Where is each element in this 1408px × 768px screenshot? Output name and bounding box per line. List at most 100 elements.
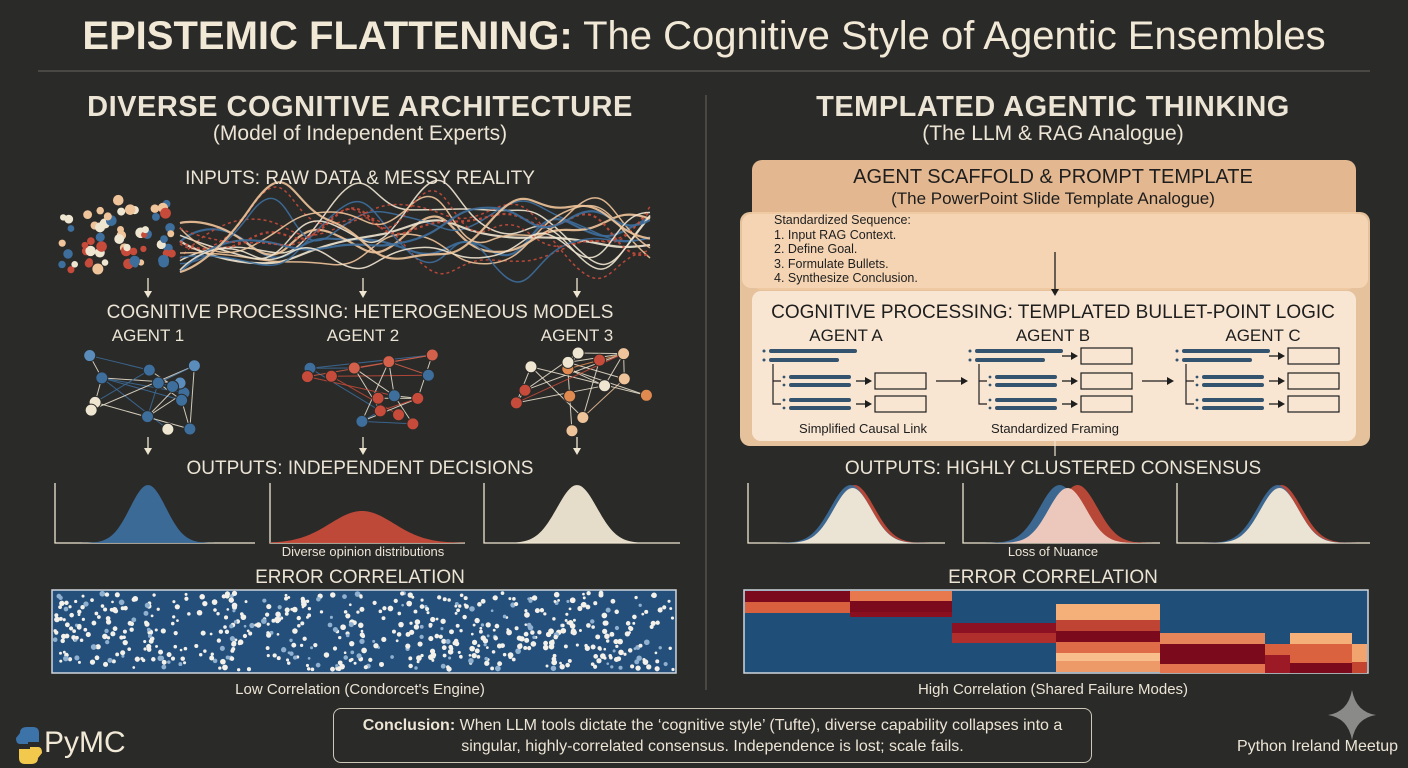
error-dot bbox=[454, 604, 458, 608]
heatmap-cell bbox=[1352, 644, 1367, 662]
error-dot bbox=[650, 620, 656, 626]
error-dot bbox=[570, 628, 577, 634]
error-dot bbox=[420, 598, 424, 602]
error-dot bbox=[591, 625, 595, 629]
error-dot bbox=[109, 607, 114, 612]
data-point bbox=[141, 226, 149, 234]
left-outputs-label: OUTPUTS: INDEPENDENT DECISIONS bbox=[186, 458, 534, 479]
error-dot bbox=[569, 623, 576, 629]
heatmap-cell bbox=[1290, 663, 1352, 673]
agent-3-network-node bbox=[571, 346, 585, 360]
error-dot bbox=[348, 622, 354, 628]
agent-1-network-edge bbox=[158, 365, 195, 384]
error-dot bbox=[468, 657, 474, 664]
error-dot bbox=[127, 647, 132, 651]
bullet-dot bbox=[1195, 406, 1199, 410]
meetup-label: Python Ireland Meetup bbox=[1237, 738, 1398, 755]
bullet-bar bbox=[769, 349, 857, 353]
error-dot bbox=[77, 609, 82, 615]
error-dot bbox=[306, 615, 309, 619]
error-dot bbox=[551, 639, 555, 643]
error-dot bbox=[147, 633, 152, 638]
error-dot bbox=[564, 619, 568, 622]
error-dot bbox=[183, 646, 188, 651]
error-dot bbox=[565, 662, 570, 668]
agent-3-network-node bbox=[617, 372, 631, 386]
error-dot bbox=[323, 652, 330, 658]
error-dot bbox=[200, 630, 206, 636]
error-dot bbox=[132, 666, 136, 669]
error-dot bbox=[437, 595, 442, 600]
arrow-right-head bbox=[1278, 352, 1285, 360]
error-dot bbox=[231, 590, 238, 596]
error-dot bbox=[81, 594, 85, 598]
error-dot bbox=[450, 647, 454, 651]
agent-1-network-edge bbox=[101, 377, 182, 401]
agent-3-network-node bbox=[518, 383, 532, 397]
error-dot bbox=[634, 595, 638, 600]
bullet-dot bbox=[762, 349, 766, 353]
error-dot bbox=[566, 599, 570, 603]
agent-2-network-node bbox=[425, 348, 439, 362]
error-dot bbox=[152, 593, 156, 597]
error-dot bbox=[174, 604, 180, 610]
error-dot bbox=[90, 598, 94, 602]
data-point bbox=[101, 259, 109, 266]
error-dot bbox=[600, 592, 603, 596]
error-dot bbox=[417, 641, 423, 647]
error-dot bbox=[464, 604, 469, 609]
bullet-dot bbox=[988, 383, 992, 387]
left-processing-label: COGNITIVE PROCESSING: HETEROGENEOUS MODE… bbox=[106, 302, 614, 323]
inputs-label: INPUTS: RAW DATA & MESSY REALITY bbox=[185, 168, 535, 189]
error-dot bbox=[143, 647, 147, 651]
error-dot bbox=[148, 638, 154, 644]
error-dot bbox=[602, 628, 608, 634]
error-dot bbox=[266, 622, 270, 626]
bullet-bar bbox=[789, 406, 851, 410]
error-dot bbox=[623, 652, 627, 656]
arrow-right-head bbox=[961, 377, 968, 385]
error-dot bbox=[545, 664, 549, 668]
error-dot bbox=[266, 603, 272, 610]
bullet-dot bbox=[1195, 383, 1199, 387]
error-dot bbox=[553, 634, 558, 640]
error-dot bbox=[496, 643, 502, 649]
error-dot bbox=[642, 659, 649, 666]
error-dot bbox=[155, 644, 159, 648]
error-dot bbox=[127, 620, 133, 626]
data-stream bbox=[179, 179, 651, 270]
error-dot bbox=[378, 609, 383, 614]
tree-line bbox=[772, 364, 781, 405]
bullet-bar bbox=[995, 383, 1057, 387]
error-dot bbox=[60, 638, 65, 644]
error-dot bbox=[497, 661, 503, 667]
error-dot bbox=[630, 664, 635, 669]
error-dot bbox=[348, 603, 352, 607]
error-dot bbox=[480, 623, 485, 627]
error-dot bbox=[593, 654, 599, 659]
error-dot bbox=[654, 666, 660, 672]
heatmap-cell bbox=[1290, 644, 1352, 663]
error-dot bbox=[144, 602, 150, 608]
data-point bbox=[95, 222, 106, 233]
data-point bbox=[81, 241, 89, 249]
data-point bbox=[58, 260, 66, 269]
error-dot bbox=[146, 627, 151, 632]
error-dot bbox=[141, 658, 146, 663]
error-dot bbox=[471, 639, 478, 645]
right-processing-label: COGNITIVE PROCESSING: TEMPLATED BULLET-P… bbox=[771, 302, 1335, 323]
data-point bbox=[92, 263, 104, 275]
error-dot bbox=[395, 639, 399, 643]
error-dot bbox=[601, 612, 608, 619]
error-dot bbox=[299, 643, 304, 648]
error-dot bbox=[90, 644, 97, 650]
error-dot bbox=[636, 655, 642, 661]
error-dot bbox=[618, 665, 623, 670]
error-dot bbox=[614, 625, 620, 631]
bullet-bar bbox=[1202, 375, 1264, 379]
agent-2-network-node bbox=[300, 370, 314, 384]
error-dot bbox=[372, 600, 377, 605]
input-arrow-head bbox=[144, 291, 152, 298]
error-dot bbox=[106, 636, 111, 640]
